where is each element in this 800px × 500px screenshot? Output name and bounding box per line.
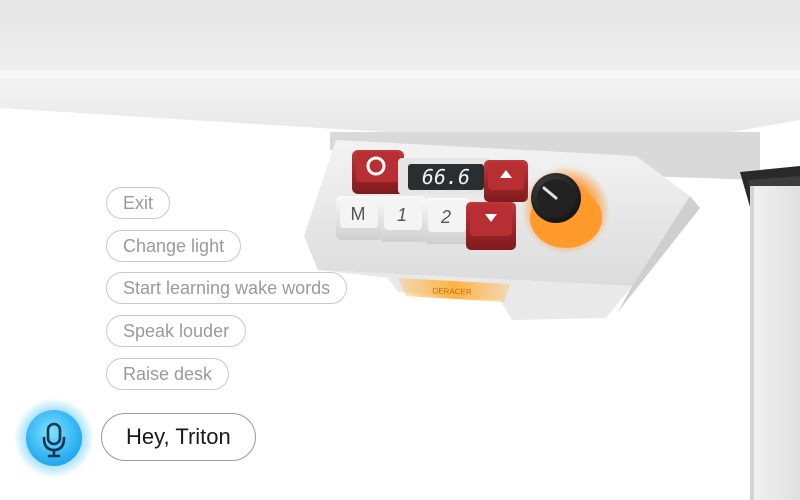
- microphone-glow: [14, 398, 94, 478]
- preset-1-button[interactable]: 1: [380, 196, 426, 242]
- command-chip-learn-wake-words[interactable]: Start learning wake words: [106, 272, 348, 304]
- brand-mark: DERACER: [432, 286, 472, 296]
- arrow-up-icon: [500, 170, 512, 178]
- wake-phrase-bubble: Hey, Triton: [101, 413, 256, 461]
- command-chip-exit[interactable]: Exit: [106, 187, 171, 219]
- up-button[interactable]: [484, 160, 528, 202]
- down-button[interactable]: [466, 202, 516, 250]
- brand-light-strip: [398, 278, 510, 302]
- memory-button[interactable]: M: [336, 196, 382, 240]
- microphone-icon: [42, 422, 66, 458]
- microphone-button[interactable]: [14, 398, 94, 478]
- preset-2-label: 2: [440, 207, 451, 227]
- power-button[interactable]: [352, 150, 404, 194]
- height-readout: 66.6: [422, 165, 470, 189]
- preset-1-label: 1: [397, 205, 407, 225]
- preset-2-button[interactable]: 2: [424, 198, 470, 244]
- arrow-down-icon: [485, 214, 497, 222]
- power-icon: [366, 156, 386, 176]
- memory-key-label: M: [351, 204, 366, 224]
- command-chip-change-light[interactable]: Change light: [106, 230, 242, 262]
- height-display: 66.6: [398, 158, 492, 194]
- command-chip-raise-desk[interactable]: Raise desk: [106, 358, 230, 390]
- command-chip-speak-louder[interactable]: Speak louder: [106, 315, 247, 347]
